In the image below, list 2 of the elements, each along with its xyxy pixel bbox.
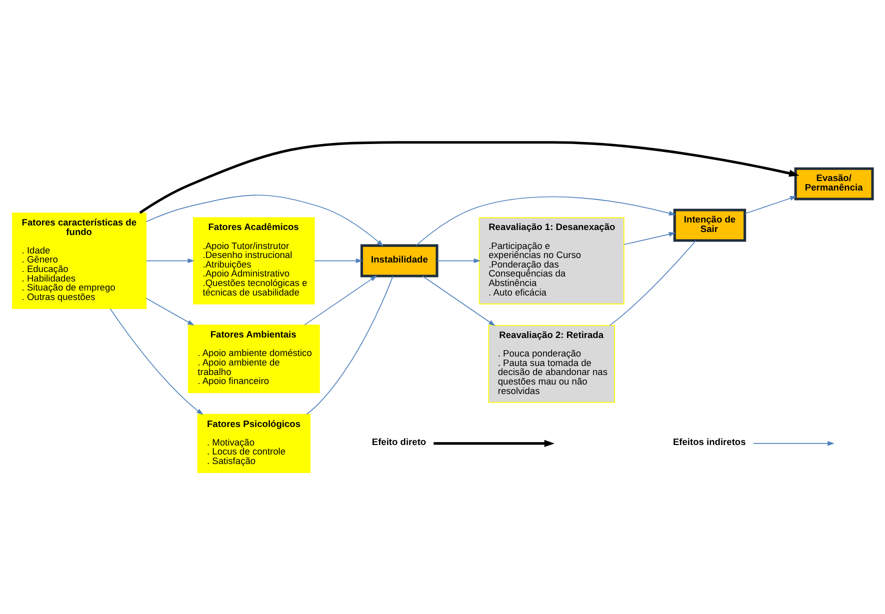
legend-label: Efeito direto <box>372 436 426 446</box>
legend-label: Efeitos indiretos <box>672 436 746 446</box>
